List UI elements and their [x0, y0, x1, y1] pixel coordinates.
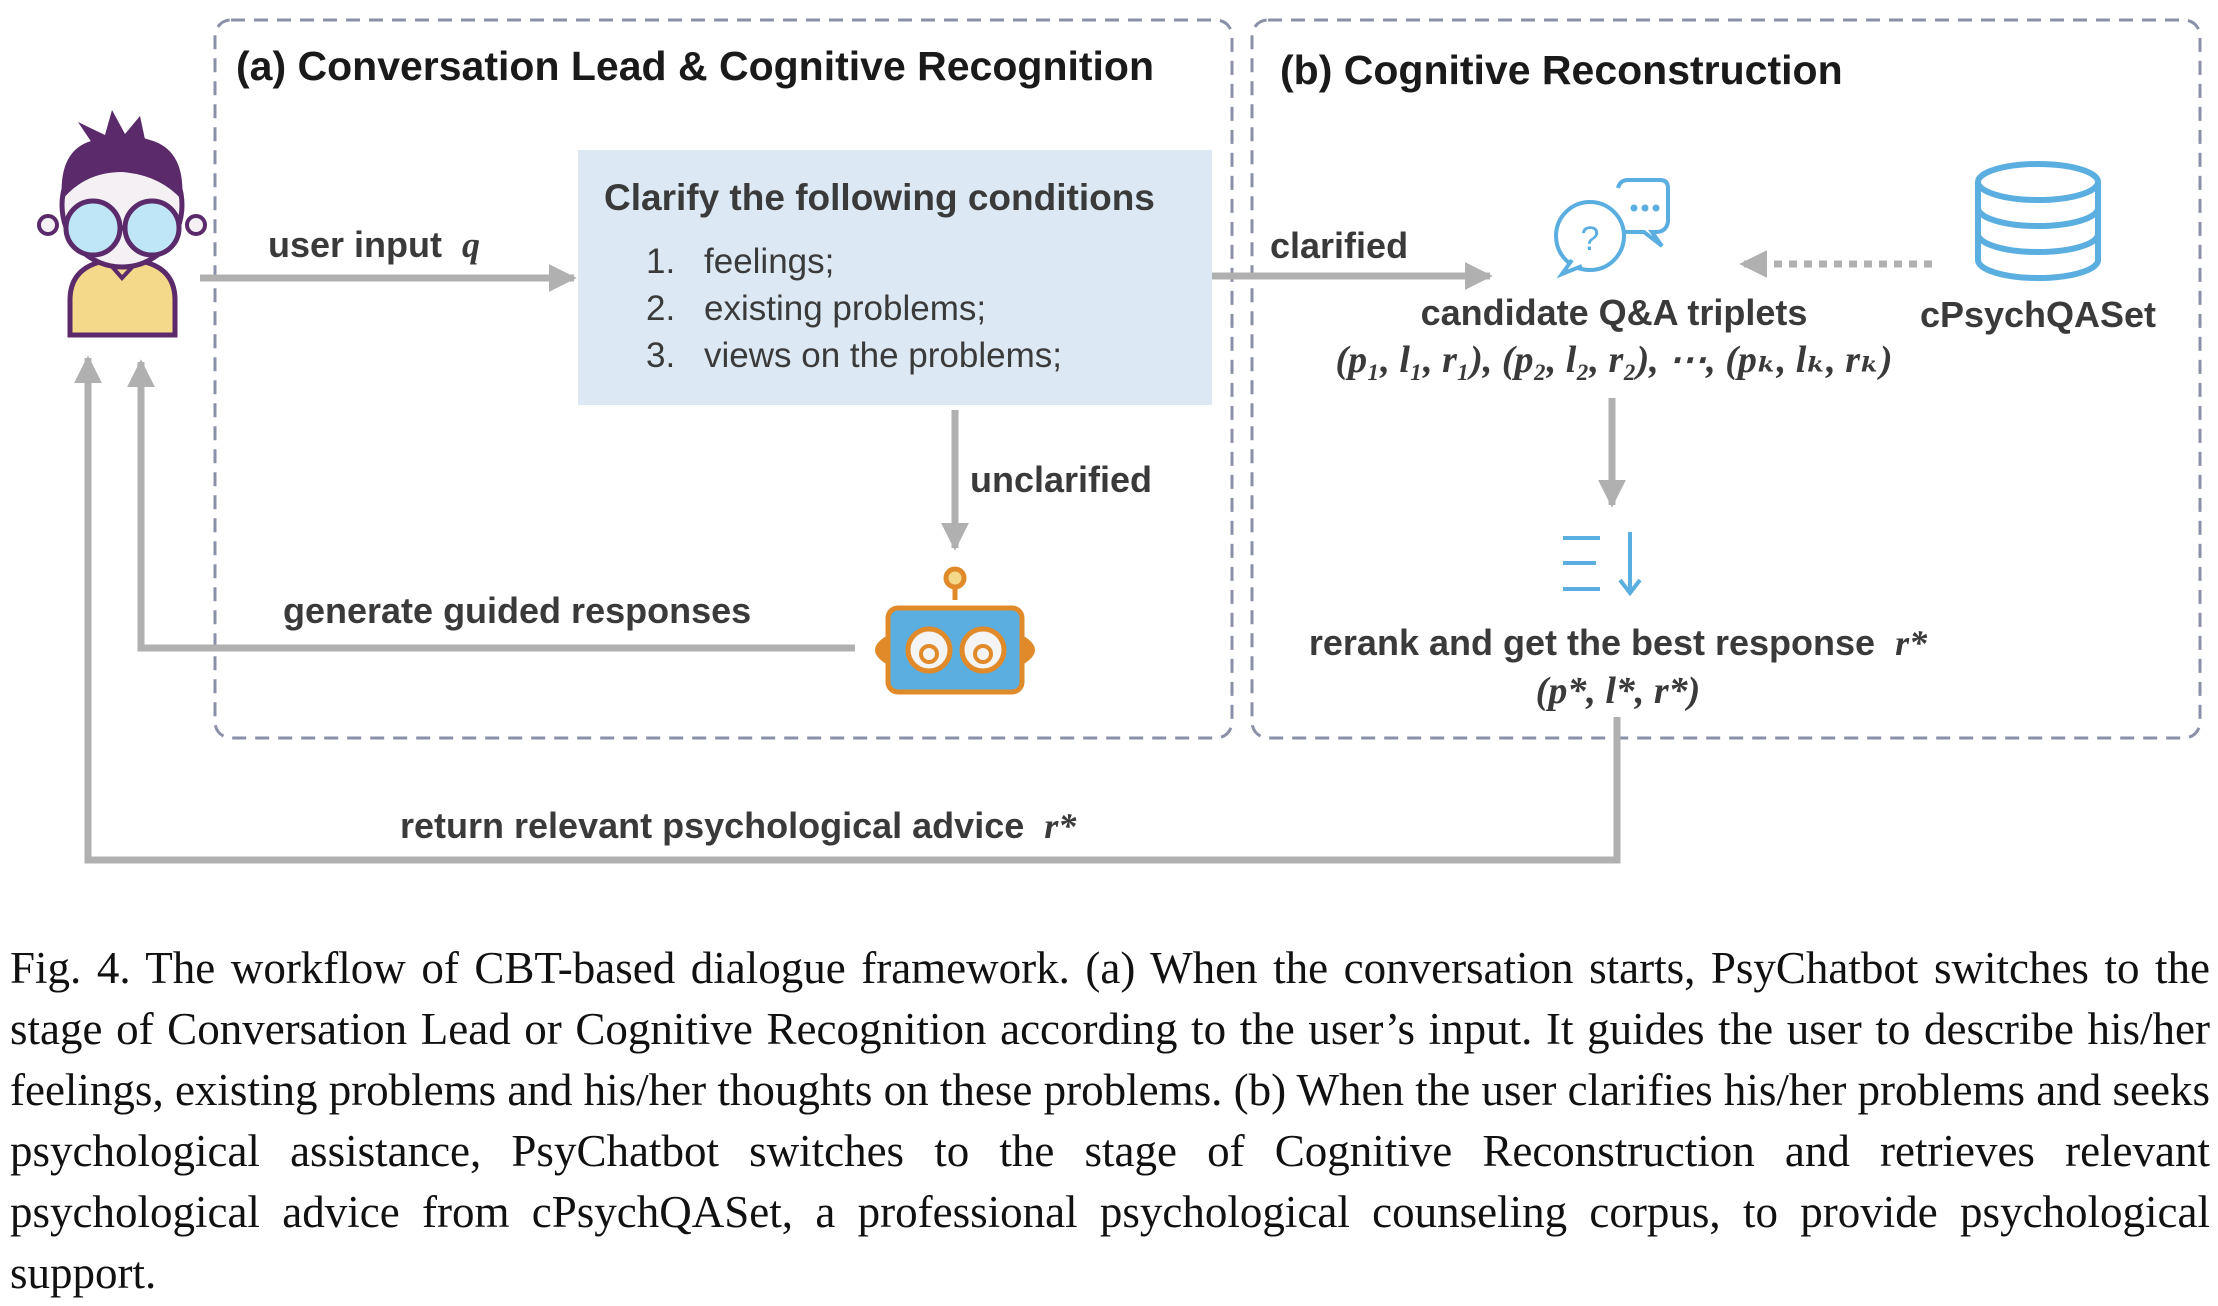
user-input-variable: q: [462, 225, 480, 265]
database-icon: [1975, 161, 2101, 281]
clarified-label: clarified: [1270, 225, 1408, 266]
user-input-text: user input: [268, 224, 442, 265]
return-advice-label: return relevant psychological advice r*: [400, 805, 1077, 846]
svg-text:?: ?: [1581, 220, 1600, 258]
rerank-label: rerank and get the best response r*: [1309, 622, 1928, 663]
triplets-formula: (p₁, l₁, r₁), (p₂, l₂, r₂), ⋯, (pₖ, lₖ, …: [1335, 339, 1892, 381]
rerank-text: rerank and get the best response: [1309, 622, 1875, 663]
condition-number: 3.: [646, 336, 675, 375]
user-input-label: user input q: [268, 224, 480, 265]
candidate-label: candidate Q&A triplets: [1421, 292, 1808, 333]
guided-response-arrow: [127, 359, 855, 652]
figure-caption: Fig. 4. The workflow of CBT-based dialog…: [10, 943, 2210, 1298]
best-triplet: (p*, l*, r*): [1536, 670, 1701, 712]
rerank-icon: [1563, 532, 1642, 597]
return-advice-text: return relevant psychological advice: [400, 805, 1024, 846]
conditions-box: [578, 150, 1212, 405]
condition-list: 1. feelings; 2. existing problems; 3. vi…: [646, 242, 1062, 375]
dataset-label: cPsychQASet: [1920, 294, 2156, 335]
guided-response-label: generate guided responses: [283, 590, 751, 631]
return-advice-arrow: [74, 355, 1621, 864]
panel-b-title: (b) Cognitive Reconstruction: [1280, 47, 1843, 93]
user-avatar-icon: [37, 110, 207, 338]
return-advice-variable: r*: [1044, 806, 1077, 846]
condition-item: feelings;: [704, 242, 834, 281]
condition-number: 1.: [646, 242, 675, 281]
workflow-diagram: (a) Conversation Lead & Cognitive Recogn…: [37, 18, 2202, 864]
conditions-box-title: Clarify the following conditions: [604, 177, 1155, 218]
robot-icon: [875, 566, 1035, 695]
panel-a-border: [213, 18, 1234, 740]
chat-bubbles-icon: ?: [1554, 178, 1670, 279]
rerank-variable: r*: [1895, 623, 1928, 663]
condition-number: 2.: [646, 289, 675, 328]
condition-item: views on the problems;: [704, 336, 1062, 375]
unclarified-label: unclarified: [970, 459, 1152, 500]
condition-item: existing problems;: [704, 289, 986, 328]
panel-a-title: (a) Conversation Lead & Cognitive Recogn…: [236, 43, 1154, 89]
